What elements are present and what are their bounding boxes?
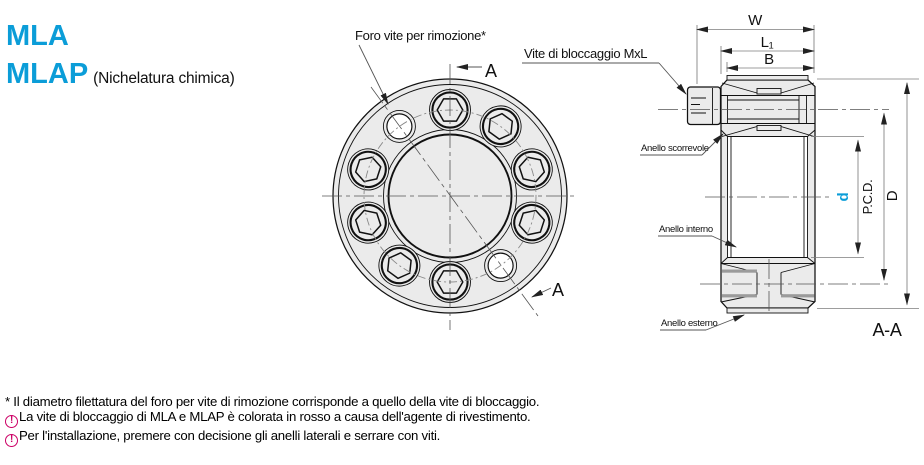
ring-slit	[722, 269, 757, 273]
locking-screw-label: Vite di bloccaggio MxL	[524, 46, 647, 61]
footnote-caution-1-text: La vite di bloccaggio di MLA e MLAP è co…	[19, 409, 531, 425]
dim-bore-label: d	[835, 192, 852, 201]
section-mark-bottom: A	[531, 280, 564, 300]
outer-ring-lip	[726, 307, 809, 314]
ring-slit	[781, 294, 815, 298]
section-letter-top: A	[485, 61, 497, 81]
series-title-mlap: MLAP	[6, 58, 89, 90]
dims-vertical: D P.C.D. d	[811, 78, 919, 309]
front-view: Foro vite per rimozione* A A	[322, 28, 578, 330]
section-title: A-A	[872, 320, 901, 340]
footnotes: * Il diametro filettatura del foro per v…	[5, 394, 915, 448]
dim-pcd-label: P.C.D.	[860, 180, 875, 215]
ring-slit	[722, 294, 757, 298]
dim-d-outer-label: D	[884, 190, 901, 201]
sliding-ring-label: Anello scorrevole	[641, 143, 709, 154]
dim-l1-label: L₁	[761, 34, 774, 51]
caution-icon: !	[5, 415, 18, 429]
sliding-ring-callout: Anello scorrevole	[640, 133, 724, 156]
inner-ring-callout: Anello interno	[658, 224, 737, 248]
footnote-caution-2-text: Per l'installazione, premere con decisio…	[19, 428, 441, 444]
series-title-mla: MLA	[6, 20, 69, 52]
series-subtitle: (Nichelatura chimica)	[93, 70, 235, 87]
footnote-caution-2: !Per l'installazione, premere con decisi…	[5, 428, 915, 448]
sliding-ring-lip	[726, 75, 809, 81]
dims-horizontal: W L₁ B	[696, 12, 815, 84]
footnote-asterisk: * Il diametro filettatura del foro per v…	[5, 394, 540, 409]
footnote-caution-1: !La vite di bloccaggio di MLA e MLAP è c…	[5, 409, 915, 429]
inner-ring-label: Anello interno	[659, 224, 713, 235]
removal-hole-callout: Foro vite per rimozione*	[355, 28, 486, 105]
outer-ring-label: Anello esterno	[661, 318, 718, 329]
section-letter-bottom: A	[552, 280, 564, 300]
dim-b-label: B	[764, 51, 774, 68]
section-view: W L₁ B D P.C.D. d Vite di bloccaggio MxL	[522, 12, 919, 340]
locking-screw-head	[686, 86, 722, 126]
locking-screw-callout: Vite di bloccaggio MxL	[522, 46, 687, 95]
title-block: MLA MLAP(Nichelatura chimica)	[6, 20, 235, 91]
dim-w-label: W	[748, 12, 763, 29]
outer-ring-callout: Anello esterno	[660, 314, 745, 331]
section-mark-top: A	[456, 61, 497, 81]
removal-hole-label: Foro vite per rimozione*	[355, 28, 486, 43]
caution-icon: !	[5, 434, 18, 448]
